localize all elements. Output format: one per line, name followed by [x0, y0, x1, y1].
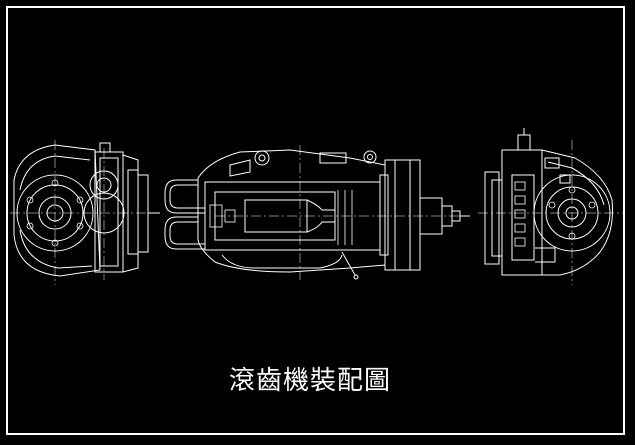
drawing-frame: [6, 6, 625, 435]
right-side-view: [478, 128, 625, 285]
center-front-view: [164, 145, 470, 280]
left-side-view: [10, 140, 160, 285]
drawing-title: 滾齒機裝配圖: [228, 366, 391, 396]
